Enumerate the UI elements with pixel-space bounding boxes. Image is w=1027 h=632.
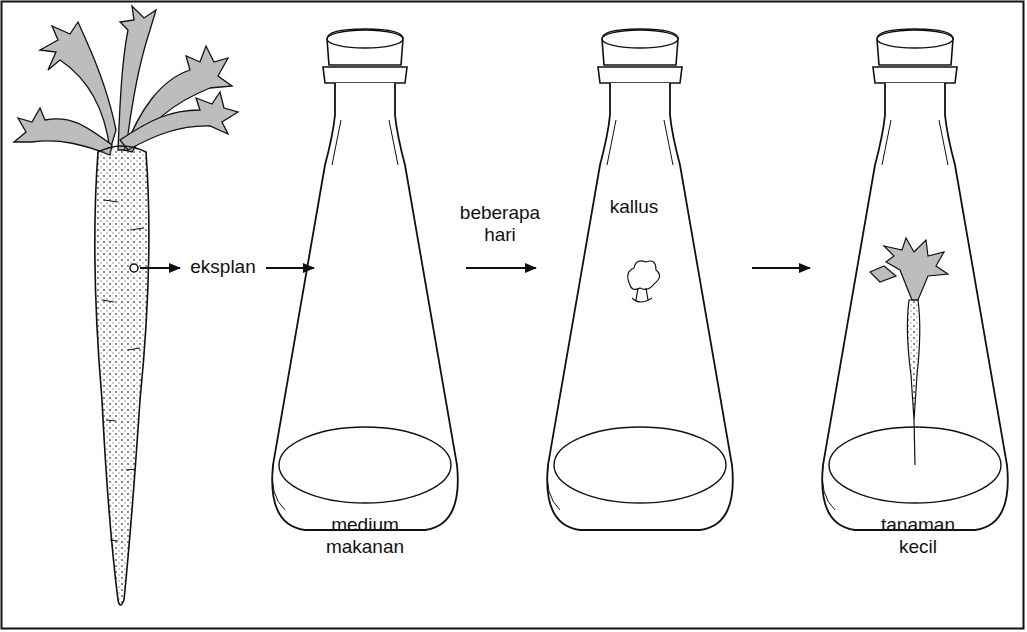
flask	[822, 29, 1008, 530]
medium-label: medium makanan	[315, 514, 415, 558]
plantlet	[870, 238, 948, 465]
flask	[272, 29, 458, 530]
carrot-root	[95, 146, 149, 605]
carrot-leaves	[14, 6, 238, 155]
explant-spot	[130, 264, 138, 272]
time-label: beberapa hari	[455, 202, 545, 246]
explant-label: eksplan	[178, 256, 268, 278]
callus	[628, 261, 660, 302]
callus-label: kallus	[589, 196, 679, 218]
flask	[547, 29, 733, 530]
plantlet-label: tanaman kecil	[868, 514, 968, 558]
